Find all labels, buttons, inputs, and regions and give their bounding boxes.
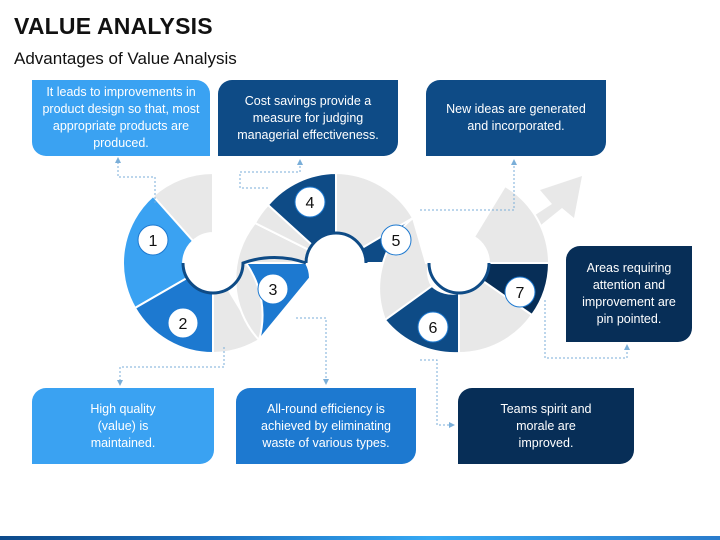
step-6-number: 6 xyxy=(429,320,438,337)
step-7-marker xyxy=(504,276,536,308)
step-4-text: Cost savings provide a measure for judgi… xyxy=(237,93,379,142)
step-5-box: New ideas are generated and incorporated… xyxy=(426,80,606,156)
connector-4 xyxy=(239,159,303,189)
step-6-box: Teams spirit and morale are improved. xyxy=(458,388,634,464)
step-6-marker xyxy=(417,311,449,343)
bottom-accent-bar xyxy=(0,536,720,540)
step-7-box: Areas requiring attention and improvemen… xyxy=(566,246,692,342)
step-2-box: High quality (value) is maintained. xyxy=(32,388,214,464)
connector-3 xyxy=(296,317,329,385)
step-4-number: 4 xyxy=(306,195,315,212)
step-5-number: 5 xyxy=(392,233,401,250)
ring-3-gray-right xyxy=(472,184,551,264)
step-2-marker xyxy=(167,307,199,339)
step-3-box: All-round efficiency is achieved by elim… xyxy=(236,388,416,464)
step-1-box: It leads to improvements in product desi… xyxy=(32,80,210,156)
step-4-marker xyxy=(294,186,326,218)
connector-6 xyxy=(420,359,455,428)
step-6-text: Teams spirit and morale are improved. xyxy=(500,401,592,450)
connector-1 xyxy=(115,157,156,203)
connector-7 xyxy=(544,300,630,359)
connector-2 xyxy=(117,347,225,386)
step-3-text: All-round efficiency is achieved by elim… xyxy=(261,401,391,450)
step-markers: 1 2 3 4 5 6 7 xyxy=(137,186,536,343)
step-3-marker xyxy=(257,273,289,305)
inner-curve xyxy=(181,231,491,295)
step-7-number: 7 xyxy=(516,285,525,302)
step-7-text: Areas requiring attention and improvemen… xyxy=(582,261,676,326)
step-1-text: It leads to improvements in product desi… xyxy=(42,85,200,150)
step-5-marker xyxy=(380,224,412,256)
step-1-number: 1 xyxy=(149,233,158,250)
page-title: VALUE ANALYSIS xyxy=(14,13,213,39)
step-2-text: High quality (value) is maintained. xyxy=(90,401,156,450)
step-1-marker xyxy=(137,224,169,256)
step-5-text: New ideas are generated and incorporated… xyxy=(446,102,586,133)
connector-5 xyxy=(420,159,517,211)
page-subtitle: Advantages of Value Analysis xyxy=(14,49,237,68)
step-3-number: 3 xyxy=(269,282,278,299)
step-4-box: Cost savings provide a measure for judgi… xyxy=(218,80,398,156)
connectors xyxy=(115,157,630,428)
step-2-number: 2 xyxy=(179,316,188,333)
